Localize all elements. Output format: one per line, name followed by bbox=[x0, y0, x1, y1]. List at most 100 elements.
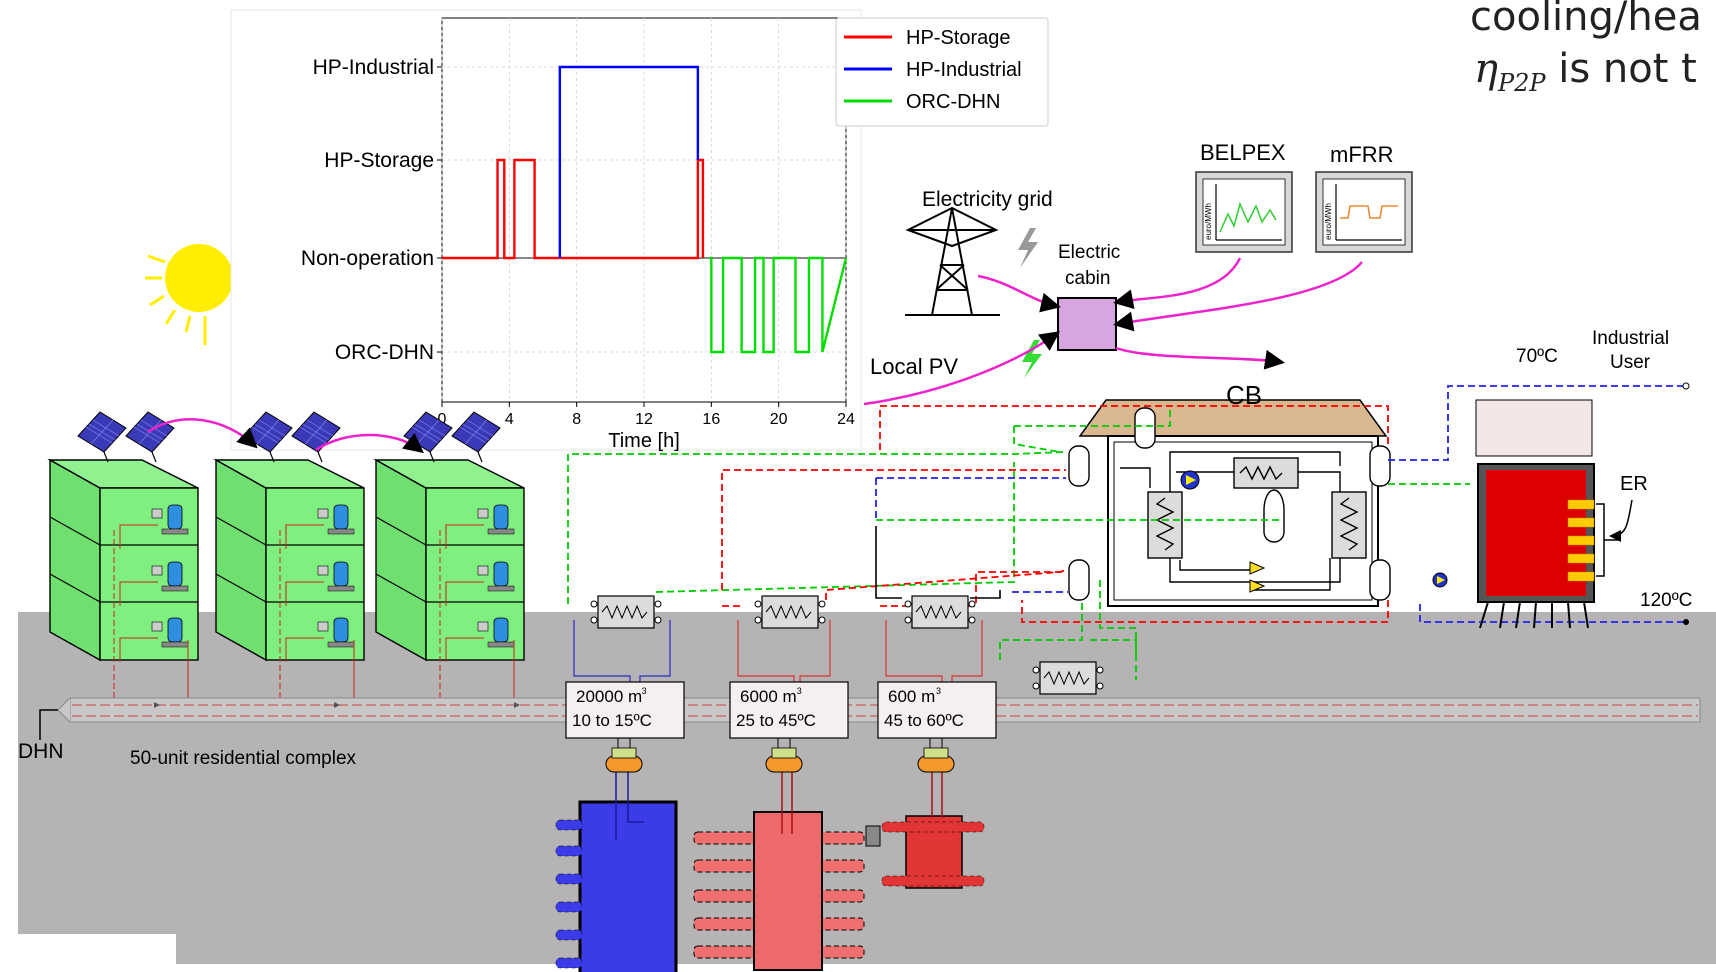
storage-volume: 600 m bbox=[888, 687, 935, 706]
lightning-icon-pv bbox=[1022, 340, 1042, 378]
lightning-icon-grid bbox=[1018, 228, 1038, 268]
ground-area bbox=[18, 612, 1716, 964]
heat-pump-icon bbox=[167, 561, 183, 587]
cb-internal-circuit bbox=[1120, 451, 1367, 591]
storage-loop bbox=[951, 620, 983, 688]
heat-exchangers bbox=[573, 595, 1104, 695]
y-tick-label: HP-Industrial bbox=[313, 56, 434, 79]
heat-exchanger-icon bbox=[904, 595, 976, 629]
dhn-label: DHN bbox=[18, 740, 64, 763]
building bbox=[213, 411, 365, 720]
storage-loop bbox=[639, 620, 671, 688]
heat-exchanger-icon bbox=[754, 595, 826, 629]
cb-vessels bbox=[1068, 407, 1391, 601]
storage-temp-range: 25 to 45ºC bbox=[736, 711, 816, 730]
heat-exchanger-icon bbox=[590, 595, 662, 629]
x-tick-label: 12 bbox=[635, 411, 653, 428]
belpex-price-monitor: euro/MWh bbox=[1195, 171, 1293, 253]
storage-volume: 20000 m bbox=[576, 687, 642, 706]
y-tick-label: HP-Storage bbox=[324, 149, 434, 172]
belpex-label: BELPEX bbox=[1200, 140, 1286, 165]
x-axis-label: Time [h] bbox=[608, 430, 680, 452]
eta-rest: is not t bbox=[1545, 46, 1697, 92]
legend-label: HP-Storage bbox=[906, 27, 1011, 49]
electric-cabin-label-1: Electric bbox=[1058, 242, 1120, 263]
mfrr-unit: euro/MWh bbox=[1324, 203, 1333, 240]
industrial-pump-arrow bbox=[1437, 576, 1445, 584]
dhn-pipe bbox=[39, 697, 1701, 740]
solid-pipes bbox=[875, 526, 1001, 599]
cb-label: CB bbox=[1226, 380, 1262, 410]
sun-icon bbox=[145, 244, 233, 345]
storage-volume: 6000 m bbox=[740, 687, 797, 706]
white-corner bbox=[18, 934, 176, 972]
solar-panel-icon bbox=[77, 411, 127, 463]
heat-pump-icon bbox=[493, 617, 509, 643]
legend-box bbox=[835, 17, 1049, 127]
solar-panel-icon bbox=[451, 411, 501, 463]
pylon-icon bbox=[905, 206, 1000, 316]
storage-pumps bbox=[605, 738, 955, 773]
heat-pump-icon bbox=[333, 504, 349, 530]
storage-temp-range: 10 to 15ºC bbox=[572, 711, 652, 730]
x-tick-label: 16 bbox=[702, 411, 720, 428]
er-pointer bbox=[1609, 499, 1633, 542]
heat-pump-icon bbox=[167, 617, 183, 643]
pv-arrow-1 bbox=[147, 418, 258, 449]
eta-symbol: η bbox=[1474, 46, 1498, 92]
cropped-heading-line1: cooling/hea bbox=[1470, 0, 1702, 40]
x-tick-label: 20 bbox=[770, 411, 788, 428]
y-tick-label: ORC-DHN bbox=[335, 341, 434, 364]
building bbox=[47, 411, 199, 720]
heat-pump-icon bbox=[333, 561, 349, 587]
eta-subscript: P2P bbox=[1497, 69, 1546, 97]
electricity-grid-label: Electricity grid bbox=[922, 188, 1053, 211]
series-line-orc-dhn bbox=[709, 256, 848, 354]
mfrr-to-cabin-line bbox=[1113, 261, 1363, 332]
cropped-heading-line2: ηP2P is not t bbox=[1474, 46, 1697, 97]
x-tick-label: 4 bbox=[505, 411, 514, 428]
industrial-outlet-node bbox=[1683, 619, 1689, 625]
building bbox=[373, 411, 525, 720]
electric-cabin-box bbox=[1057, 297, 1117, 351]
storage-volume-exp: 3 bbox=[936, 686, 941, 696]
heat-exchanger-icon bbox=[1032, 661, 1104, 695]
heat-pump-icon bbox=[493, 561, 509, 587]
cabin-to-cb-line bbox=[1115, 346, 1285, 370]
cb-roof bbox=[1078, 399, 1388, 437]
x-tick-label: 8 bbox=[572, 411, 581, 428]
storage-volume-exp: 3 bbox=[797, 686, 802, 696]
electric-reactor bbox=[1477, 463, 1620, 629]
heat-pump-icon bbox=[493, 504, 509, 530]
storage-temp-range: 45 to 60ºC bbox=[884, 711, 964, 730]
aquifer-storage bbox=[555, 752, 678, 972]
er-label: ER bbox=[1620, 473, 1648, 495]
cb-inner-frame bbox=[1113, 441, 1373, 601]
cb-turbine-1 bbox=[1249, 561, 1266, 575]
pv-to-cabin-line bbox=[863, 331, 1061, 406]
pump-icon bbox=[765, 738, 803, 773]
cb-pump-arrow bbox=[1186, 475, 1196, 485]
cb-turbine-2 bbox=[1249, 579, 1266, 593]
residential-label: 50-unit residential complex bbox=[130, 748, 357, 769]
heat-pump-icon bbox=[167, 504, 183, 530]
heat-pump-icon bbox=[333, 617, 349, 643]
industrial-user-label-1: Industrial bbox=[1592, 328, 1669, 349]
x-tick-label: 24 bbox=[837, 411, 855, 428]
local-pv-label: Local PV bbox=[870, 354, 958, 379]
pump-icon bbox=[605, 738, 643, 773]
storage-loop bbox=[885, 620, 943, 688]
x-tick-label: 0 bbox=[438, 411, 447, 428]
electric-cabin-label-2: cabin bbox=[1065, 268, 1110, 289]
solar-panel-icon bbox=[125, 411, 175, 463]
temp-70-label: 70ºC bbox=[1516, 346, 1558, 367]
solar-panel-icon bbox=[291, 411, 341, 463]
legend-label: ORC-DHN bbox=[906, 91, 1000, 113]
industrial-inlet-node bbox=[1682, 382, 1690, 390]
